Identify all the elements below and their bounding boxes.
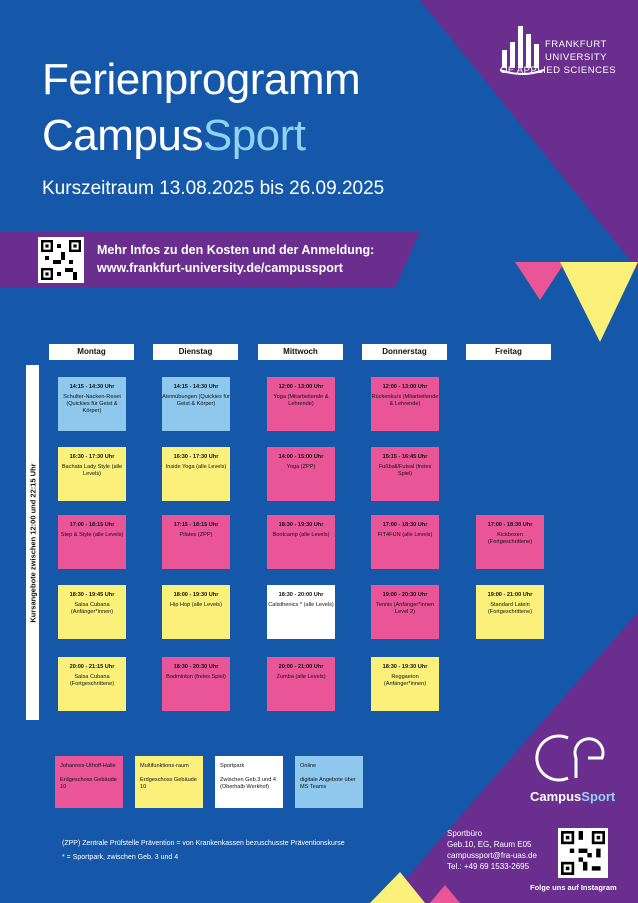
day-header-monday: Montag (49, 344, 134, 360)
day-header-friday: Freitag (466, 344, 551, 360)
email-link[interactable]: campussport@fra-uas.de (447, 851, 537, 860)
contact-info: Sportbüro Geb.10, EG, Raum E05 campusspo… (447, 829, 537, 871)
university-name: FRANKFURT UNIVERSITY OF APPLIED SCIENCES (500, 39, 617, 76)
info-link[interactable]: www.frankfurt-university.de/campussport (97, 261, 343, 275)
page-title: Ferienprogramm CampusSport (42, 55, 361, 160)
day-header-tuesday: Dienstag (153, 344, 238, 360)
time-range-label: Kursangebote zwischen 12:00 und 22:15 Uh… (26, 365, 39, 720)
day-header-thursday: Donnerstag (362, 344, 447, 360)
university-logo-icon (500, 26, 544, 75)
qr-code-icon[interactable] (38, 237, 84, 283)
instagram-qr-code-icon[interactable] (558, 828, 608, 878)
instagram-label: Folge uns auf Instagram (530, 883, 617, 892)
footnote-star: * = Sportpark, zwischen Geb. 3 und 4 (62, 854, 179, 861)
brand-name: CampusSport (530, 789, 616, 804)
info-text: Mehr Infos zu den Kosten und der Anmeldu… (97, 243, 375, 275)
day-header-wednesday: Mittwoch (258, 344, 343, 360)
course-period: Kurszeitraum 13.08.2025 bis 26.09.2025 (42, 178, 385, 199)
campussport-logo-icon (535, 734, 605, 782)
footnote-zpp: (ZPP) Zentrale Prüfstelle Prävention = v… (62, 840, 345, 847)
